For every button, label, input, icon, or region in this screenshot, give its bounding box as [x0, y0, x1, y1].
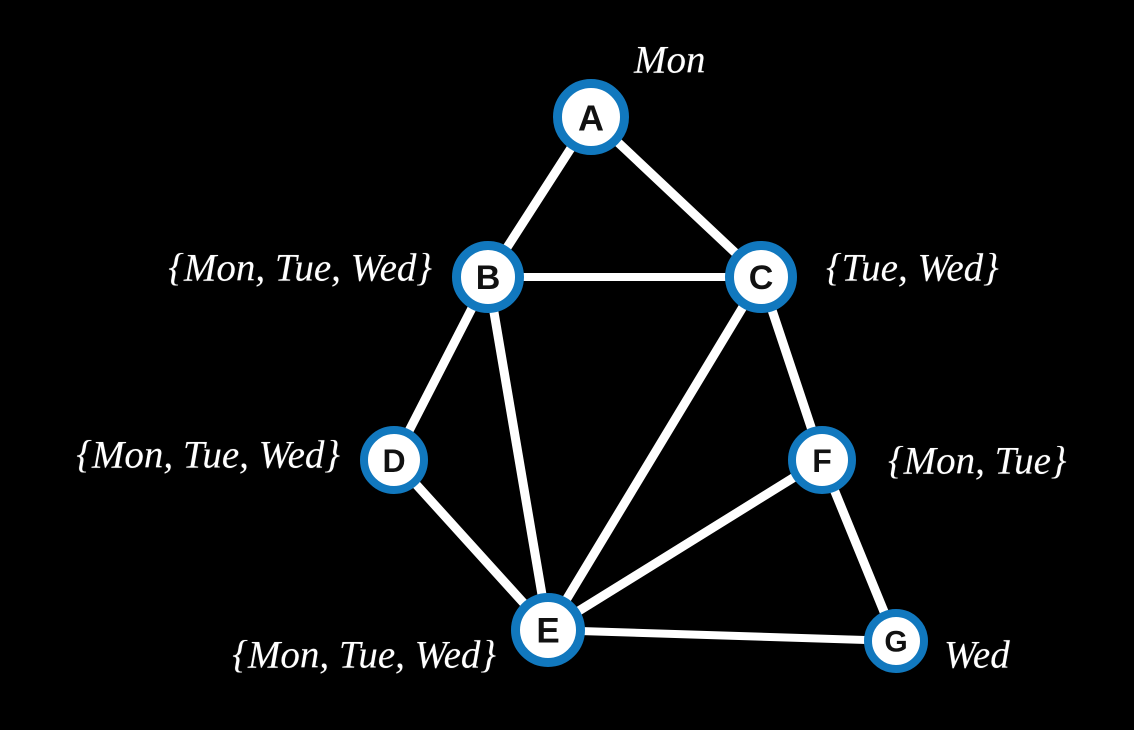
edge-b-e	[483, 276, 553, 631]
node-e[interactable]: E	[511, 593, 585, 667]
node-b[interactable]: B	[452, 241, 524, 313]
domain-label-a: Mon	[634, 38, 706, 82]
node-letter-g: G	[884, 626, 907, 659]
edge-c-e	[544, 274, 765, 633]
node-c[interactable]: C	[725, 241, 797, 313]
domain-label-e: {Mon, Tue, Wed}	[232, 633, 496, 677]
nodes-layer: A B C D E F G	[360, 79, 928, 673]
node-f[interactable]: F	[788, 426, 856, 494]
edge-e-g	[547, 626, 897, 645]
node-circle-b[interactable]	[452, 241, 524, 313]
edge-a-c	[587, 113, 765, 281]
node-g[interactable]: G	[864, 609, 928, 673]
domain-label-f: {Mon, Tue}	[888, 439, 1067, 483]
node-letter-b: B	[476, 259, 501, 297]
node-letter-a: A	[578, 98, 604, 139]
node-circle-f[interactable]	[788, 426, 856, 494]
node-a[interactable]: A	[553, 79, 629, 155]
node-letter-d: D	[382, 443, 405, 479]
node-circle-d[interactable]	[360, 426, 428, 494]
edges-layer	[389, 113, 901, 645]
domain-label-b: {Mon, Tue, Wed}	[168, 246, 432, 290]
node-letter-e: E	[536, 612, 559, 651]
domain-label-d: {Mon, Tue, Wed}	[76, 433, 340, 477]
edge-e-f	[545, 456, 825, 634]
node-circle-a[interactable]	[553, 79, 629, 155]
node-circle-g[interactable]	[864, 609, 928, 673]
node-d[interactable]: D	[360, 426, 428, 494]
node-circle-e[interactable]	[511, 593, 585, 667]
node-circle-c[interactable]	[725, 241, 797, 313]
domain-label-c: {Tue, Wed}	[826, 246, 999, 290]
node-letter-c: C	[749, 259, 774, 297]
domain-label-g: Wed	[944, 633, 1010, 677]
edge-d-e	[390, 456, 552, 634]
node-letter-f: F	[812, 443, 832, 479]
